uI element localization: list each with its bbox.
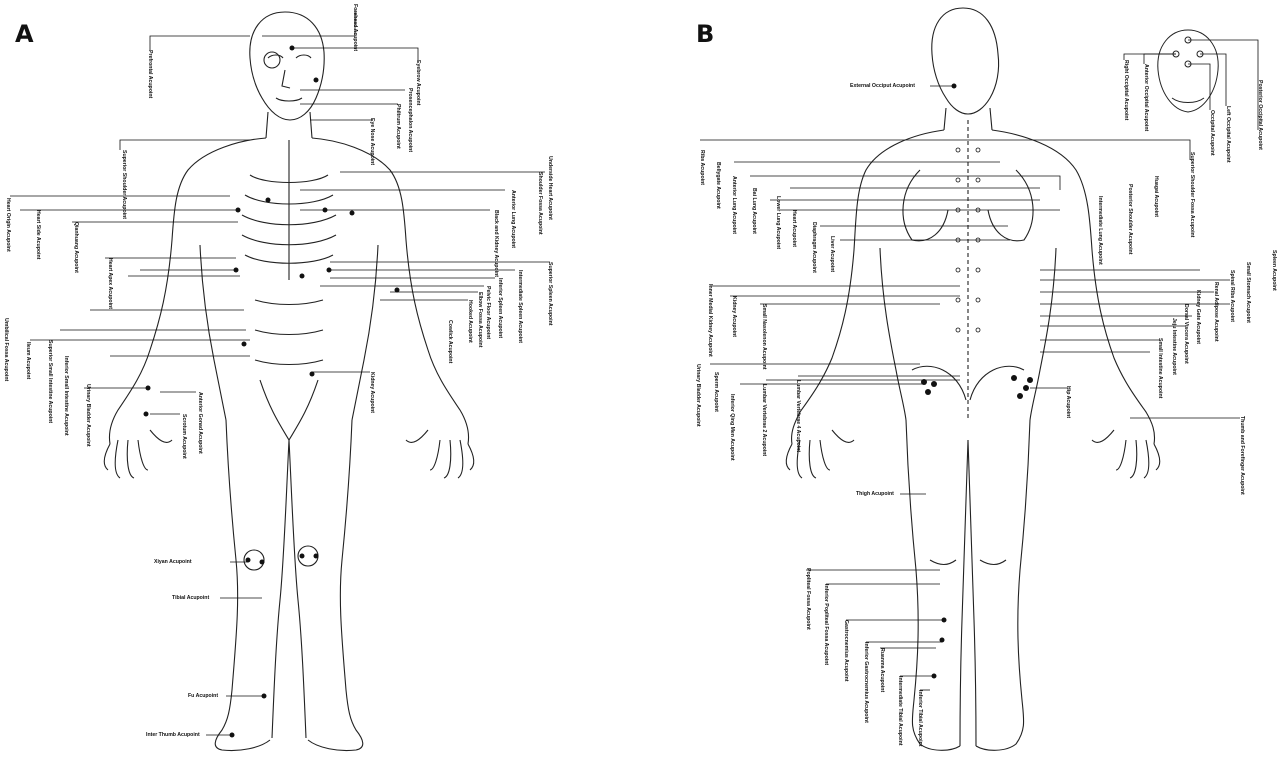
small-head-figure (1158, 30, 1218, 112)
label-huagai: Huagai Acupoint (1153, 176, 1158, 217)
label-xiyan: Xiyan Acupoint (154, 560, 192, 565)
label-left-occipital: Left Occipital Acupoint (1225, 106, 1230, 163)
panel-label-a: A (15, 20, 34, 48)
label-eyebrow: Eyebrow Acupoint (415, 60, 420, 105)
label-anterior-gonad: Anterior Gonad Acupoint (197, 392, 202, 454)
label-kidney-gate: Kidney Gate Acupoint (1195, 290, 1200, 344)
label-small-mamma: Small Nasolenon Acupoint (761, 304, 766, 370)
label-kidney: Kidney Acupoint (369, 372, 374, 413)
label-ruanma: Ruanma Acupoint (879, 648, 884, 692)
label-ribs: Ribs Acupoint (699, 150, 704, 185)
label-kidney-b: Kidney Acupoint (731, 296, 736, 337)
label-forehead: Forehead Acupoint (352, 4, 357, 51)
label-hooked: Hooked Acupoint (467, 300, 472, 343)
label-posterior-occipital: Posterior Occipital Acupoint (1257, 80, 1262, 150)
label-anterior-occipital: Anterior Occipital Acupoint (1143, 64, 1148, 131)
label-inferior-tibial: Inferior Tibial Acupoint (917, 690, 922, 747)
label-eye-nose: Eye Nose Acupoint (369, 118, 374, 165)
label-sperm: Sperm Acupoint (713, 372, 718, 412)
label-lower-heart: Underside Heart Acupoint (547, 156, 552, 220)
label-bai-lung: Bai Lung Acupoint (751, 188, 756, 234)
front-acupoint-dots (144, 46, 400, 738)
label-heart-side: Heart Side Acupoint (35, 210, 40, 259)
label-thigh: Thigh Acupoint (856, 492, 894, 497)
label-heart-origin: Heart Origin Acupoint (5, 198, 10, 252)
label-inferior-small-intestine: Inferior Small Intestine Acupoint (63, 356, 68, 436)
label-liver: Liver Acupoint (829, 236, 834, 272)
label-urinary-bladder-b: Urinary Bladder Acupoint (695, 364, 700, 427)
label-intermediate-lung: Intermediate Lung Acupoint (1097, 196, 1102, 265)
label-diaphragm: Diaphragm Acupoint (811, 222, 816, 273)
label-pelvic-floor: Pelvic Floor Acupoint (485, 286, 490, 339)
label-scrotum: Scrotum Acupoint (181, 414, 186, 459)
label-qianhuang: Qianhuang Acupoint (73, 222, 78, 273)
label-inner-medial-kidney: Inner Medial Kidney Acupoint (707, 284, 712, 357)
front-body-figure (104, 12, 473, 751)
label-lumbar-v4: Lumbar Vertebrae 4 Acupoint (795, 380, 800, 452)
label-external-occiput: External Occiput Acupoint (850, 84, 915, 89)
label-posterior-shoulder: Posterior Shoulder Acupoint (1127, 184, 1132, 254)
label-ileum: Ileum Acupoint (25, 342, 30, 379)
label-jejunum: Jeju Intestine Acupoint (1171, 318, 1176, 375)
label-cowlick: Cowlick Acupoint (447, 320, 452, 363)
label-right-occipital: Right Occipital Acupoint (1123, 60, 1128, 120)
label-occipital: Occipital Acupoint (1209, 110, 1214, 156)
label-anterior-lung-b: Anterior Lung Acupoint (731, 176, 736, 234)
label-spinal-rib: Spinal Ribs Acupoint (1229, 270, 1234, 322)
label-fu-foot: Fu Acupoint (188, 694, 218, 699)
label-gastrocnemius: Gastrocnemius Acupoint (843, 620, 848, 682)
label-tibial: Tibial Acupoint (172, 596, 209, 601)
label-inter-thumb: Inter Thumb Acupoint (146, 733, 200, 738)
label-elbow-fossa: Elbow Fossa Acupoint (477, 292, 482, 347)
label-philtrum: Philtrum Acupoint (395, 104, 400, 149)
label-inferior-gastrocnemius: Inferior Gastrocnemius Acupoint (863, 642, 868, 723)
label-dorsal-viscera: Dorsal Viscera Acupoint (1183, 304, 1188, 364)
label-inferior-popliteal: Inferior Popliteal Fossa Acupoint (823, 584, 828, 665)
label-inferior-spleen: Inferior Spleen Acupoint (497, 278, 502, 338)
label-urinary-bladder: Urinary Bladder Acupoint (85, 384, 90, 447)
label-thumb-forefinger: Thumb and Forefinger Acupoint (1239, 416, 1244, 495)
label-large-intestine: Small Intestine Acupoint (1157, 338, 1162, 398)
label-popliteal-fossa: Popliteal Fossa Acupoint (805, 568, 810, 630)
label-lower-lung: Lower Lung Acupoint (775, 196, 780, 249)
label-lumbar-v2: Lumbar Vertebrae 2 Acupoint (761, 384, 766, 456)
label-heart-b: Heart Acupoint (791, 210, 796, 247)
label-bellygate: Bellygate Acupoint (715, 162, 720, 209)
label-inferior-qing: Inferior Qing Men Acupoint (729, 394, 734, 461)
label-superior-shoulder: Superior Shoulder Acupoint (121, 150, 126, 219)
front-leader-lines (10, 10, 550, 735)
label-prosencephalon: Prosencephalon Acupoint (407, 88, 412, 152)
panel-label-b: B (696, 20, 714, 48)
label-superior-small-intestine: Superior Small Intestine Acupoint (47, 340, 52, 423)
label-heart-apex: Heart Apex Acupoint (107, 258, 112, 309)
label-black-kidney: Black and Kidney Acupoint (493, 210, 498, 277)
label-small-stomach: Small Stomach Acupoint (1245, 262, 1250, 323)
label-renal-adipose: Renal Adipose Acupoint (1213, 282, 1218, 342)
back-acupoint-dots (921, 84, 1033, 679)
label-shoulder-fossa: Shoulder Fossa Acupoint (537, 172, 542, 235)
label-hip: Hip Acupoint (1065, 386, 1070, 418)
label-superior-spleen: Superior Spleen Acupoint (547, 262, 552, 326)
label-prefrontal: Prefrontal Acupoint (147, 50, 152, 98)
label-spleen-b: Spleen Acupoint (1271, 250, 1276, 291)
label-intermediate-tibial: Intermediate Tibial Acupoint (897, 676, 902, 745)
label-umbilical-fossa: Umbilical Fossa Acupoint (3, 318, 8, 381)
label-anterior-lung: Anterior Lung Acupoint (510, 190, 515, 248)
label-intermediate-spleen: Intermediate Spleen Acupoint (517, 270, 522, 343)
label-superior-shoulder-fossa: Superior Shoulder Fossa Acupoint (1189, 152, 1194, 237)
